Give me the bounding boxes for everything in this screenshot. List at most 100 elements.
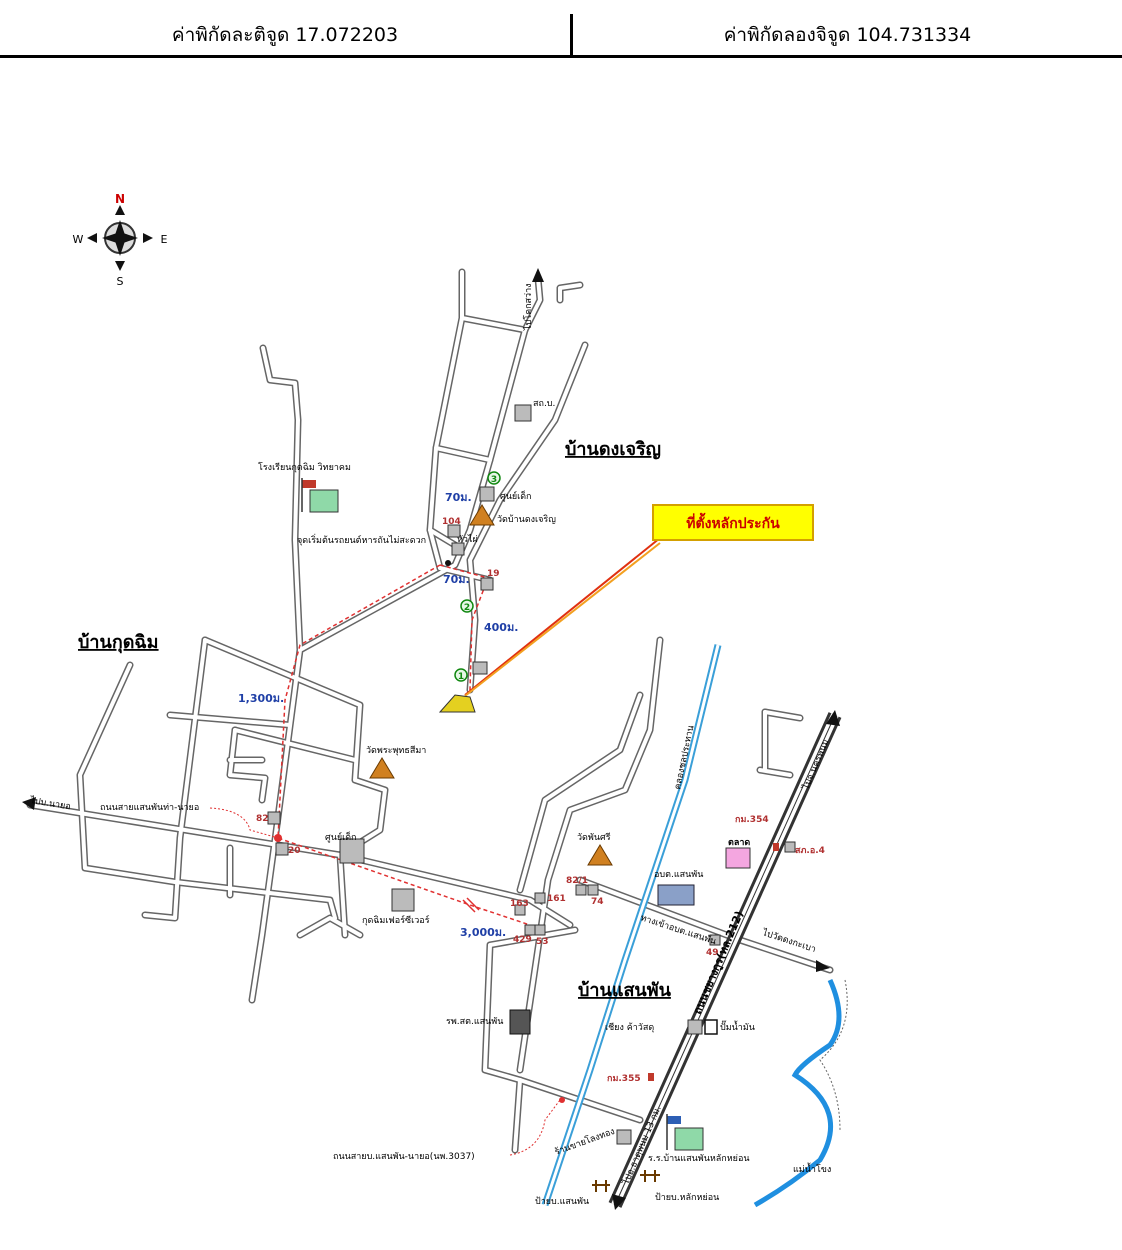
- km-post-icon: [648, 1073, 654, 1081]
- compass-east: E: [161, 233, 168, 246]
- header-divider: [570, 14, 573, 56]
- irrigation-canal: [541, 644, 722, 1207]
- temple-icon: [369, 757, 395, 779]
- compass-north: N: [115, 192, 125, 206]
- latitude-text: ค่าพิกัดละติจูด 17.072203: [171, 24, 399, 46]
- building-icon: [524, 924, 536, 936]
- distance-70b: 70ม.: [443, 573, 470, 586]
- header-rule: [0, 55, 1122, 58]
- house-19: 19: [487, 569, 500, 579]
- gas-station-icon: [704, 1019, 718, 1035]
- building-icon: [616, 1129, 632, 1145]
- building-icon: [534, 892, 546, 904]
- label-child-center-2: ศูนย์เด็ก: [325, 830, 357, 843]
- hospital-icon: [509, 1009, 531, 1035]
- label-shop: เชียง ค้าวัสดุ: [605, 1022, 654, 1033]
- house-161: 161: [547, 894, 566, 904]
- label-hospital: รพ.สต.แสนพัน: [446, 1017, 503, 1027]
- school-icon: [301, 478, 339, 513]
- marker-3-icon: [487, 471, 501, 485]
- landmark-symbols: [267, 404, 796, 1192]
- building-icon: [267, 811, 281, 825]
- label-hua-krai: หัวไผ่: [457, 534, 478, 545]
- distance-400: 400ม.: [484, 621, 518, 634]
- house-163: 163: [510, 899, 529, 909]
- property-marker-icon: [438, 694, 476, 713]
- label-market: ตลาด: [728, 838, 750, 848]
- label-road-saen-naye: ถนนสายแสนพันท่า-นายอ: [100, 803, 199, 813]
- village-sign-icon: [640, 1170, 660, 1182]
- building-icon: [514, 904, 526, 916]
- building-icon: [709, 934, 721, 946]
- label-aobt: อบต.แสนพัน: [654, 870, 703, 880]
- mekong-river: [753, 978, 848, 1208]
- highway-212: [608, 710, 842, 1210]
- marker-2-icon: [460, 599, 474, 613]
- label-wat-dong: วัดบ้านดงเจริญ: [497, 514, 556, 525]
- market-icon: [725, 847, 751, 869]
- compass-icon: N S E W: [73, 192, 168, 288]
- label-health: สถ.บ.: [533, 399, 555, 409]
- house-49: 49: [706, 948, 719, 958]
- marker-1: 1: [458, 672, 464, 682]
- building-icon: [687, 1019, 703, 1035]
- label-km355: กม.355: [607, 1074, 641, 1084]
- building-icon: [514, 404, 532, 422]
- temple-icon: [469, 504, 495, 526]
- label-wat-phosima: วัดพระพุทธสีมา: [366, 745, 426, 756]
- distance-70a: 70ม.: [445, 491, 472, 504]
- collateral-location-callout: ที่ตั้งหลักประกัน: [438, 504, 814, 713]
- building-icon: [472, 661, 488, 675]
- house-82: 82: [256, 814, 269, 824]
- house-82-1: 82/1: [566, 876, 588, 886]
- village-saenphan: บ้านแสนพัน: [578, 980, 672, 1001]
- compass-south: S: [117, 275, 124, 288]
- label-mekong: แม่น้ำโขง: [793, 1162, 831, 1175]
- distance-3000: 3,000ม.: [460, 926, 506, 939]
- house-429: 429: [513, 935, 532, 945]
- coordinate-header: ค่าพิกัดละติจูด 17.072203 ค่าพิกัดลองจิจ…: [0, 0, 1122, 58]
- label-start-road: จุดเริ่มต้นรถยนต์หารถันไม่สะดวก: [297, 533, 426, 546]
- road-network: [22, 268, 834, 1154]
- building-icon: [275, 842, 289, 856]
- label-police: สภ.อ.4: [795, 846, 825, 856]
- building-icon: [451, 542, 465, 556]
- village-sign-icon: [592, 1180, 610, 1192]
- building-icon: [575, 884, 587, 896]
- building-icon: [447, 524, 461, 538]
- label-to-khok: ไปโคกสว่าง: [523, 283, 534, 331]
- building-icon: [339, 838, 365, 864]
- building-icon: [534, 924, 546, 936]
- temple-icon: [587, 844, 613, 866]
- marker-2: 2: [464, 603, 470, 613]
- school-icon: [666, 1114, 704, 1151]
- label-sign-lak: ป้ายบ.หลักหย่อน: [655, 1192, 719, 1203]
- label-km354: กม.354: [735, 815, 769, 825]
- building-icon: [587, 884, 599, 896]
- compass-west: W: [73, 233, 84, 246]
- marker-1-icon: [454, 668, 468, 682]
- longitude-text: ค่าพิกัดลองจิจูด 104.731334: [723, 24, 972, 46]
- label-child-center-1: ศูนย์เด็ก: [500, 489, 532, 502]
- building-icon: [784, 841, 796, 853]
- house-53: 53: [536, 937, 549, 947]
- building-icon: [391, 888, 415, 912]
- callout-label: ที่ตั้งหลักประกัน: [686, 512, 780, 532]
- house-20: 20: [288, 846, 301, 856]
- house-104: 104: [442, 517, 461, 527]
- village-kudsim: บ้านกุดฉิม: [78, 632, 159, 654]
- distance-1300: 1,300ม.: [238, 692, 284, 705]
- office-building-icon: [657, 884, 695, 906]
- label-kudsim-fair: กุดฉิมเฟอร์ซีเวอร์: [362, 914, 430, 926]
- house-74: 74: [591, 897, 604, 907]
- label-sign-saen: ป้ายบ.แสนพัน: [535, 1196, 589, 1207]
- label-wat-phansi: วัดพันศรี: [577, 832, 611, 843]
- label-school-kudsim: โรงเรียนกุดฉิม วิทยาคม: [258, 462, 351, 473]
- km-post-icon: [773, 843, 779, 851]
- label-road-3037: ถนนสายบ.แสนพัน-นายอ(นพ.3037): [333, 1152, 475, 1162]
- marker-3: 3: [491, 475, 497, 485]
- building-icon: [480, 577, 494, 591]
- village-dongcharoen: บ้านดงเจริญ: [565, 439, 661, 460]
- label-school-saen: ร.ร.บ้านแสนพันหลักหย่อน: [648, 1153, 750, 1164]
